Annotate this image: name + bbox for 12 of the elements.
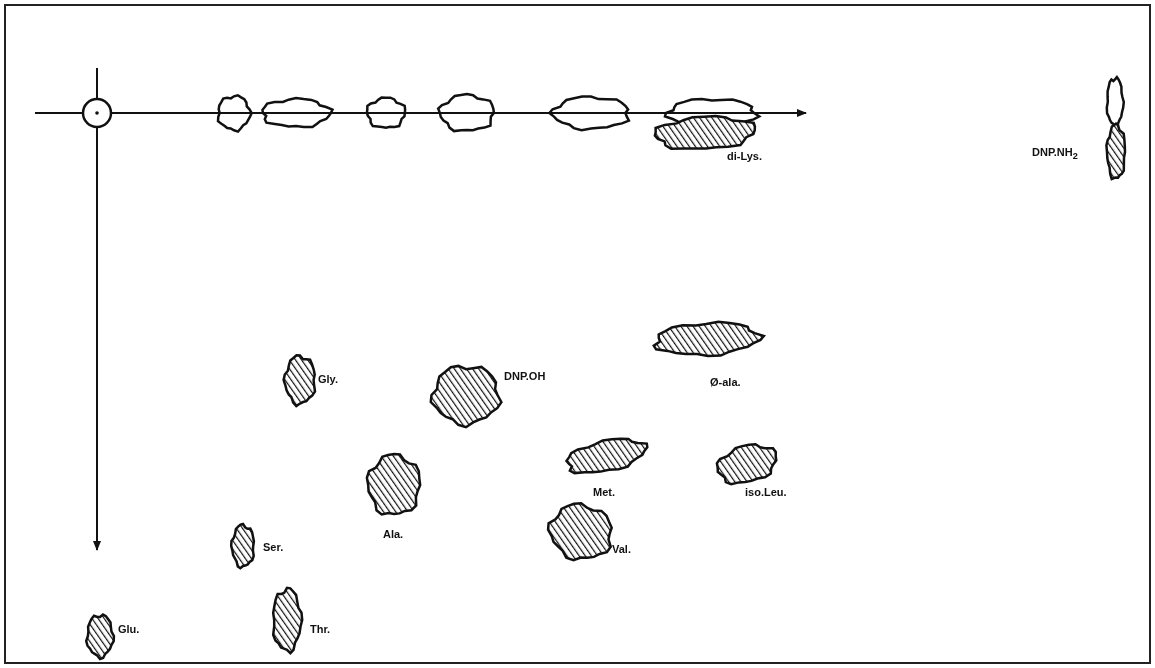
spot-label: Ala.	[383, 528, 404, 541]
spot-label: Gly.	[318, 373, 338, 386]
spot-label: DNP.NH$_{2}$	[1032, 146, 1078, 164]
spot-label: di-Lys.	[727, 150, 763, 163]
spot-label: Glu.	[118, 623, 140, 636]
spot-label: iso.Leu.	[745, 486, 787, 499]
spot-label: Thr.	[310, 623, 331, 636]
spot-label: Ser.	[263, 541, 284, 554]
spot-label: Met.	[593, 486, 615, 499]
spot-label: Ø-ala.	[710, 376, 741, 389]
spot-label: Val.	[612, 543, 631, 556]
spot-label: DNP.OH	[504, 370, 546, 383]
